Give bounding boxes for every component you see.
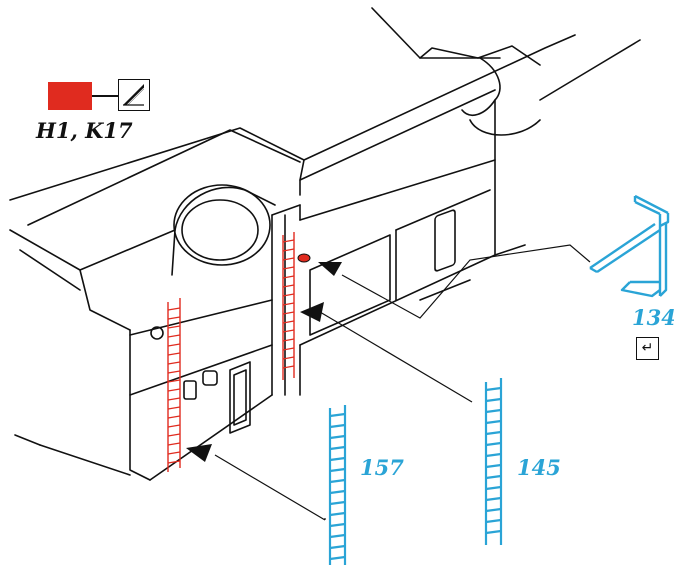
ladder-rung (485, 463, 502, 469)
ladder-rung (329, 445, 346, 451)
glue-rung (282, 248, 295, 252)
glue-rung (167, 442, 181, 446)
glue-rung (167, 433, 181, 437)
glue-rung (167, 316, 181, 320)
glue-rung (282, 302, 295, 306)
ladder-rung (485, 419, 502, 425)
glue-rung (167, 397, 181, 401)
ladder-rung (329, 456, 346, 462)
glue-rung (282, 347, 295, 351)
glue-rung (282, 284, 295, 288)
ladder-rung (485, 397, 502, 403)
leader-lines (214, 244, 591, 521)
hull-structure (9, 7, 641, 481)
glue-mark-fitting (297, 253, 311, 263)
part-number-157: 157 (360, 455, 404, 480)
part-ladder-145 (484, 378, 503, 545)
legend-connector (92, 95, 118, 97)
ladder-rung (485, 452, 502, 458)
ladder-rung (329, 533, 346, 539)
fold-over-arrow-icon: ↵ (636, 337, 659, 360)
glue-rung (282, 356, 295, 360)
glue-rung (167, 424, 181, 428)
glue-rung (282, 257, 295, 261)
ladder-rung (485, 529, 502, 535)
ladder-rung (329, 478, 346, 484)
part-ladder-157 (328, 405, 347, 565)
glue-rung (282, 329, 295, 333)
ladder-rung (329, 555, 346, 561)
glue-rung (282, 338, 295, 342)
ladder-rung (329, 511, 346, 517)
ladder-rung (485, 507, 502, 513)
ladder-rung (329, 500, 346, 506)
glue-rung (282, 365, 295, 369)
arrowheads (186, 262, 342, 462)
arrow-head-134 (318, 262, 342, 276)
ladder-rung (485, 430, 502, 436)
ladder-rung (485, 408, 502, 414)
ladder-rung (329, 467, 346, 473)
ladder-rung (329, 434, 346, 440)
part-bracket-134 (589, 194, 670, 298)
glue-rung (167, 388, 181, 392)
glue-rung (167, 325, 181, 329)
glue-rung (167, 370, 181, 374)
ladder-rung (485, 386, 502, 392)
glue-rung (282, 293, 295, 297)
glue-rung (282, 266, 295, 270)
ladder-rung (485, 474, 502, 480)
part-number-145: 145 (517, 455, 561, 480)
glue-rung (167, 361, 181, 365)
part-number-134: 134 (632, 305, 674, 330)
glue-rung (167, 460, 181, 464)
ladder-rung (485, 518, 502, 524)
glue-rung (282, 311, 295, 315)
glue-rung (282, 320, 295, 324)
ladder-rung (485, 485, 502, 491)
ladder-rung (329, 423, 346, 429)
glue-rung (167, 334, 181, 338)
glue-rung (167, 451, 181, 455)
glue-rung (282, 239, 295, 243)
ladder-rung (329, 489, 346, 495)
brush-stroke-icon (118, 79, 150, 111)
paint-code-label: H1, K17 (36, 118, 133, 143)
ladder-rung (485, 441, 502, 447)
ladder-rung (329, 544, 346, 550)
ladder-rung (485, 496, 502, 502)
glue-rung (167, 415, 181, 419)
glue-rung (167, 406, 181, 410)
glue-rung (167, 352, 181, 356)
ladder-rung (329, 412, 346, 418)
glue-mark-rungs (167, 239, 295, 464)
ladder-rung (329, 522, 346, 528)
arrow-head-145 (300, 302, 324, 322)
glue-rung (167, 307, 181, 311)
glue-mark-ladder-right (282, 232, 295, 380)
glue-rung (167, 379, 181, 383)
glue-rung (167, 343, 181, 347)
paint-swatch-icon (48, 82, 92, 110)
arrow-head-157 (186, 444, 212, 462)
glue-rung (282, 275, 295, 279)
